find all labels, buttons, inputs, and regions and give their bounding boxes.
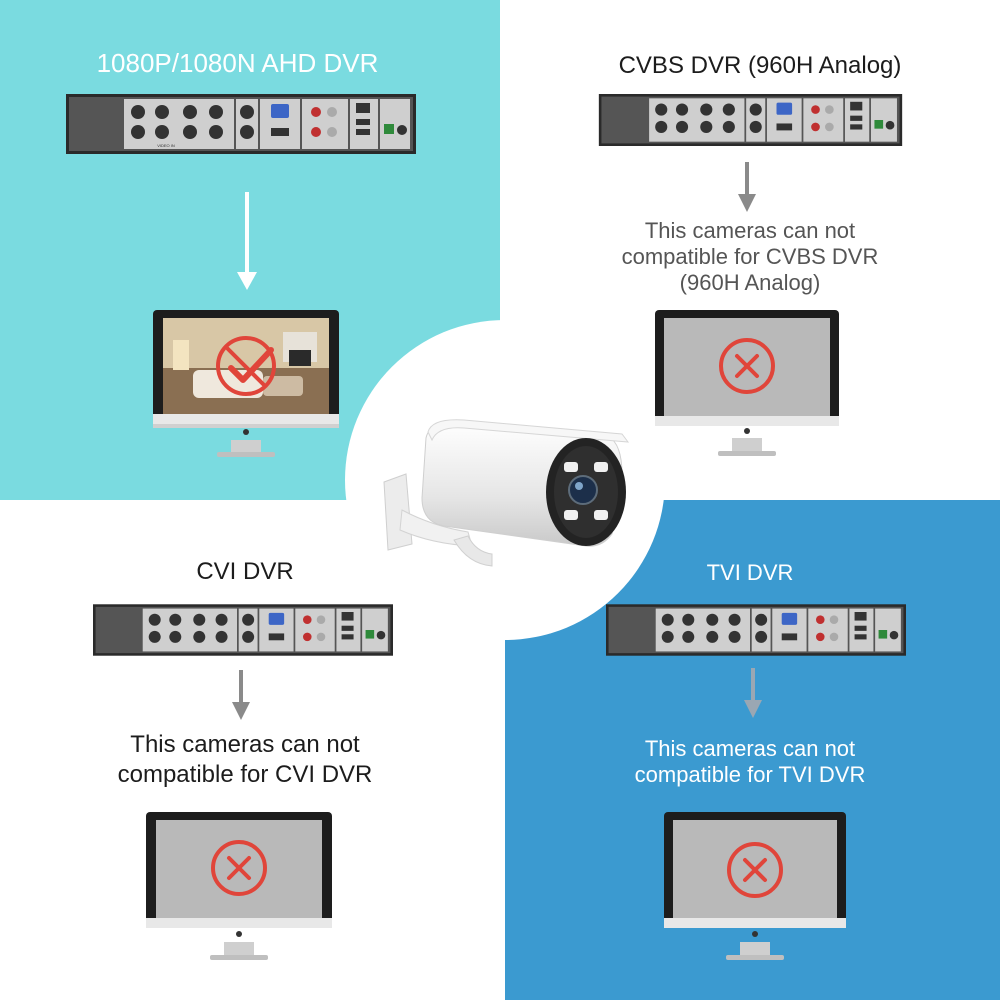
cvbs-message-line: This cameras can not bbox=[644, 218, 856, 243]
ahd-monitor bbox=[153, 310, 339, 457]
ahd-video-in-label: VIDEO IN bbox=[157, 143, 175, 148]
cross-icon bbox=[211, 840, 267, 896]
cvbs-message-line: (960H Analog) bbox=[679, 270, 821, 295]
cvbs-arrow-down-icon bbox=[738, 162, 756, 212]
cvbs-monitor bbox=[655, 310, 839, 456]
cvi-arrow-down-icon bbox=[232, 670, 250, 720]
cross-icon bbox=[727, 842, 783, 898]
cvbs-message-line: compatible for CVBS DVR bbox=[621, 244, 879, 269]
cvi-message-line: compatible for CVI DVR bbox=[117, 761, 373, 788]
tvi-message-line: compatible for TVI DVR bbox=[634, 762, 866, 787]
cvi-title: CVI DVR bbox=[196, 558, 294, 585]
cvbs-dvr-device bbox=[598, 94, 903, 146]
tvi-message-line: This cameras can not bbox=[644, 736, 856, 761]
cross-icon bbox=[719, 338, 775, 394]
tvi-arrow-down-icon bbox=[744, 668, 762, 718]
ahd-title: 1080P/1080N AHD DVR bbox=[96, 48, 379, 78]
cvi-message: This cameras can not compatible for CVI … bbox=[70, 730, 420, 790]
cvi-dvr-device bbox=[93, 604, 393, 656]
cvi-message-line: This cameras can not bbox=[130, 731, 360, 758]
ahd-dvr-device: VIDEO IN bbox=[66, 94, 416, 154]
checkmark-icon bbox=[216, 336, 276, 396]
tvi-title: TVI DVR bbox=[706, 560, 794, 585]
tvi-message: This cameras can not compatible for TVI … bbox=[590, 736, 910, 788]
cvbs-message: This cameras can not compatible for CVBS… bbox=[570, 218, 930, 296]
ahd-arrow-down-icon bbox=[237, 192, 257, 290]
tvi-dvr-device bbox=[606, 604, 906, 656]
tvi-monitor bbox=[664, 812, 846, 960]
bullet-camera-icon bbox=[383, 419, 630, 567]
cvbs-title: CVBS DVR (960H Analog) bbox=[618, 52, 902, 79]
cvi-monitor bbox=[146, 812, 332, 960]
